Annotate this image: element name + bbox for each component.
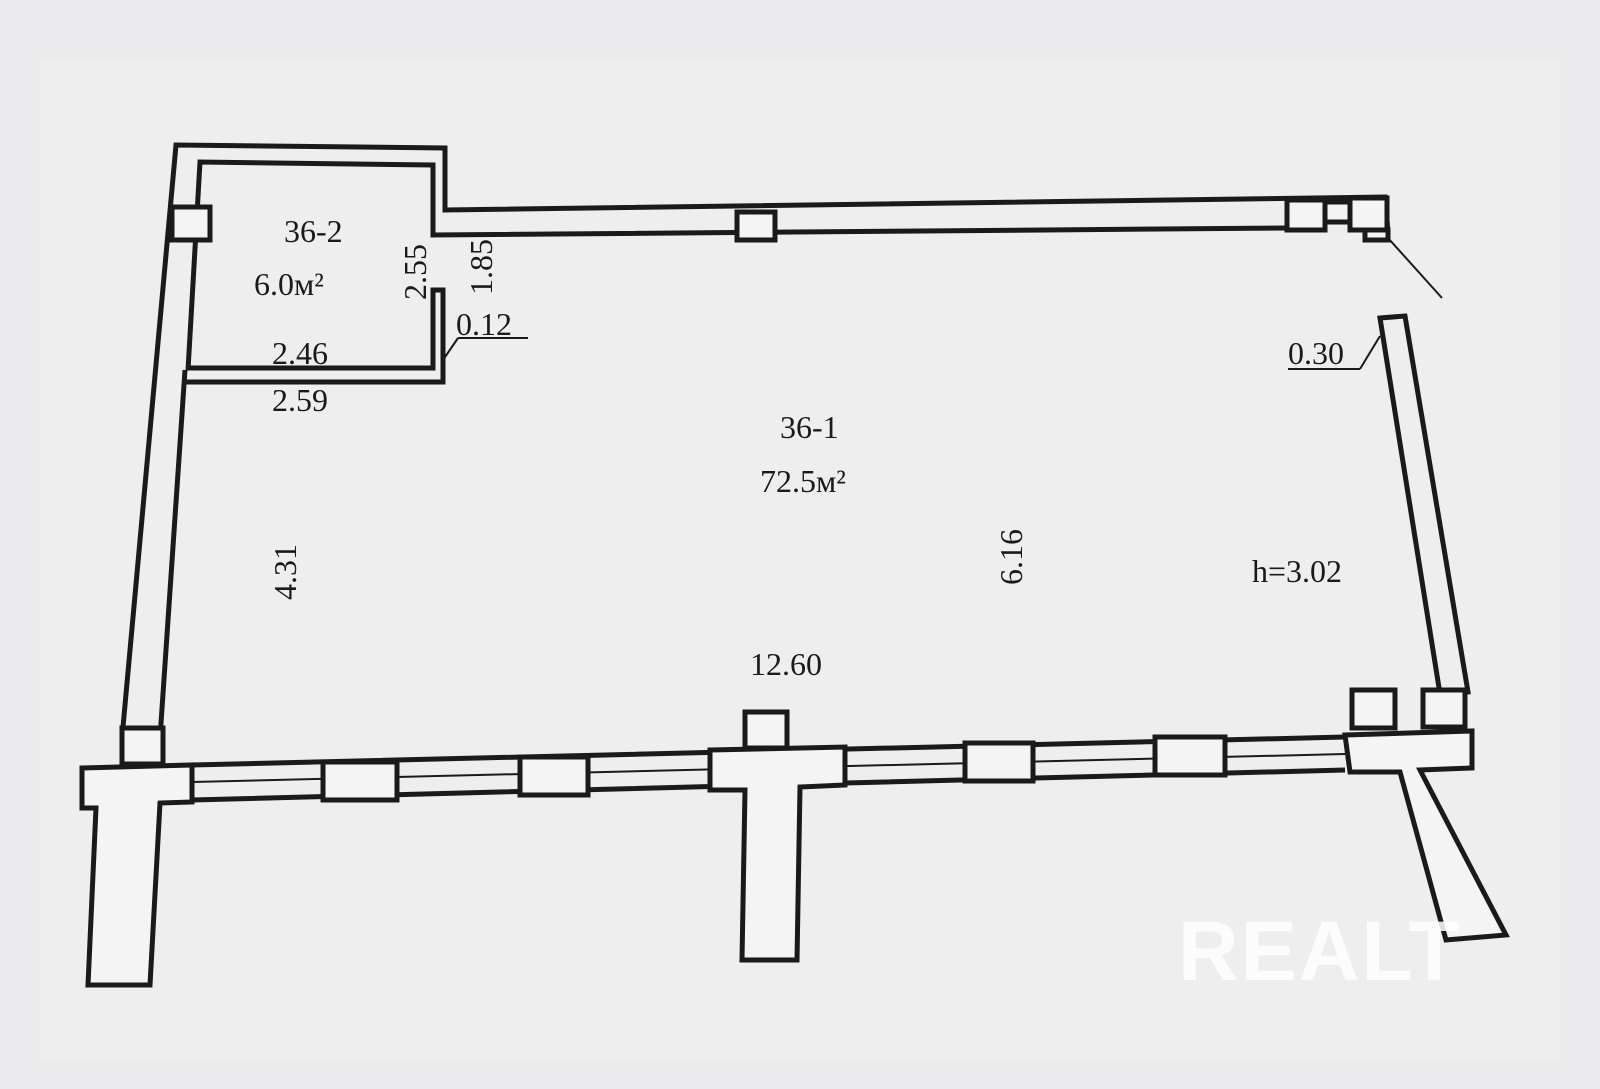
dim-room1-depth: 6.16 [993, 529, 1029, 585]
dim-leader-030b [1359, 335, 1381, 370]
right-pier [1342, 728, 1510, 943]
dim-right-wall: 0.30 [1288, 335, 1344, 371]
ceiling-height: h=3.02 [1252, 553, 1342, 589]
dim-room2-outer-width: 2.59 [272, 382, 328, 418]
middle-pier [707, 744, 848, 963]
middle-column [742, 709, 790, 751]
dim-room2-height: 2.55 [397, 244, 433, 300]
room-36-1-id: 36-1 [780, 409, 839, 445]
door-swing-line [1387, 237, 1443, 299]
room-36-2-area: 6.0м² [254, 266, 324, 302]
partition-wall [186, 287, 446, 385]
right-wall [1377, 313, 1471, 697]
dim-leader-012 [442, 337, 459, 361]
dim-partition: 0.12 [456, 306, 512, 342]
wall-blocks [119, 195, 1468, 803]
dim-opening: 1.85 [463, 239, 499, 295]
dim-room2-inner-width: 2.46 [272, 335, 328, 371]
watermark-logo: REALT [1178, 904, 1462, 998]
dim-left-wall: 4.31 [267, 544, 303, 600]
room-36-1-area: 72.5м² [760, 463, 846, 499]
dim-room1-length: 12.60 [750, 646, 822, 682]
room-36-2-id: 36-2 [284, 213, 343, 249]
left-pier [79, 762, 195, 988]
